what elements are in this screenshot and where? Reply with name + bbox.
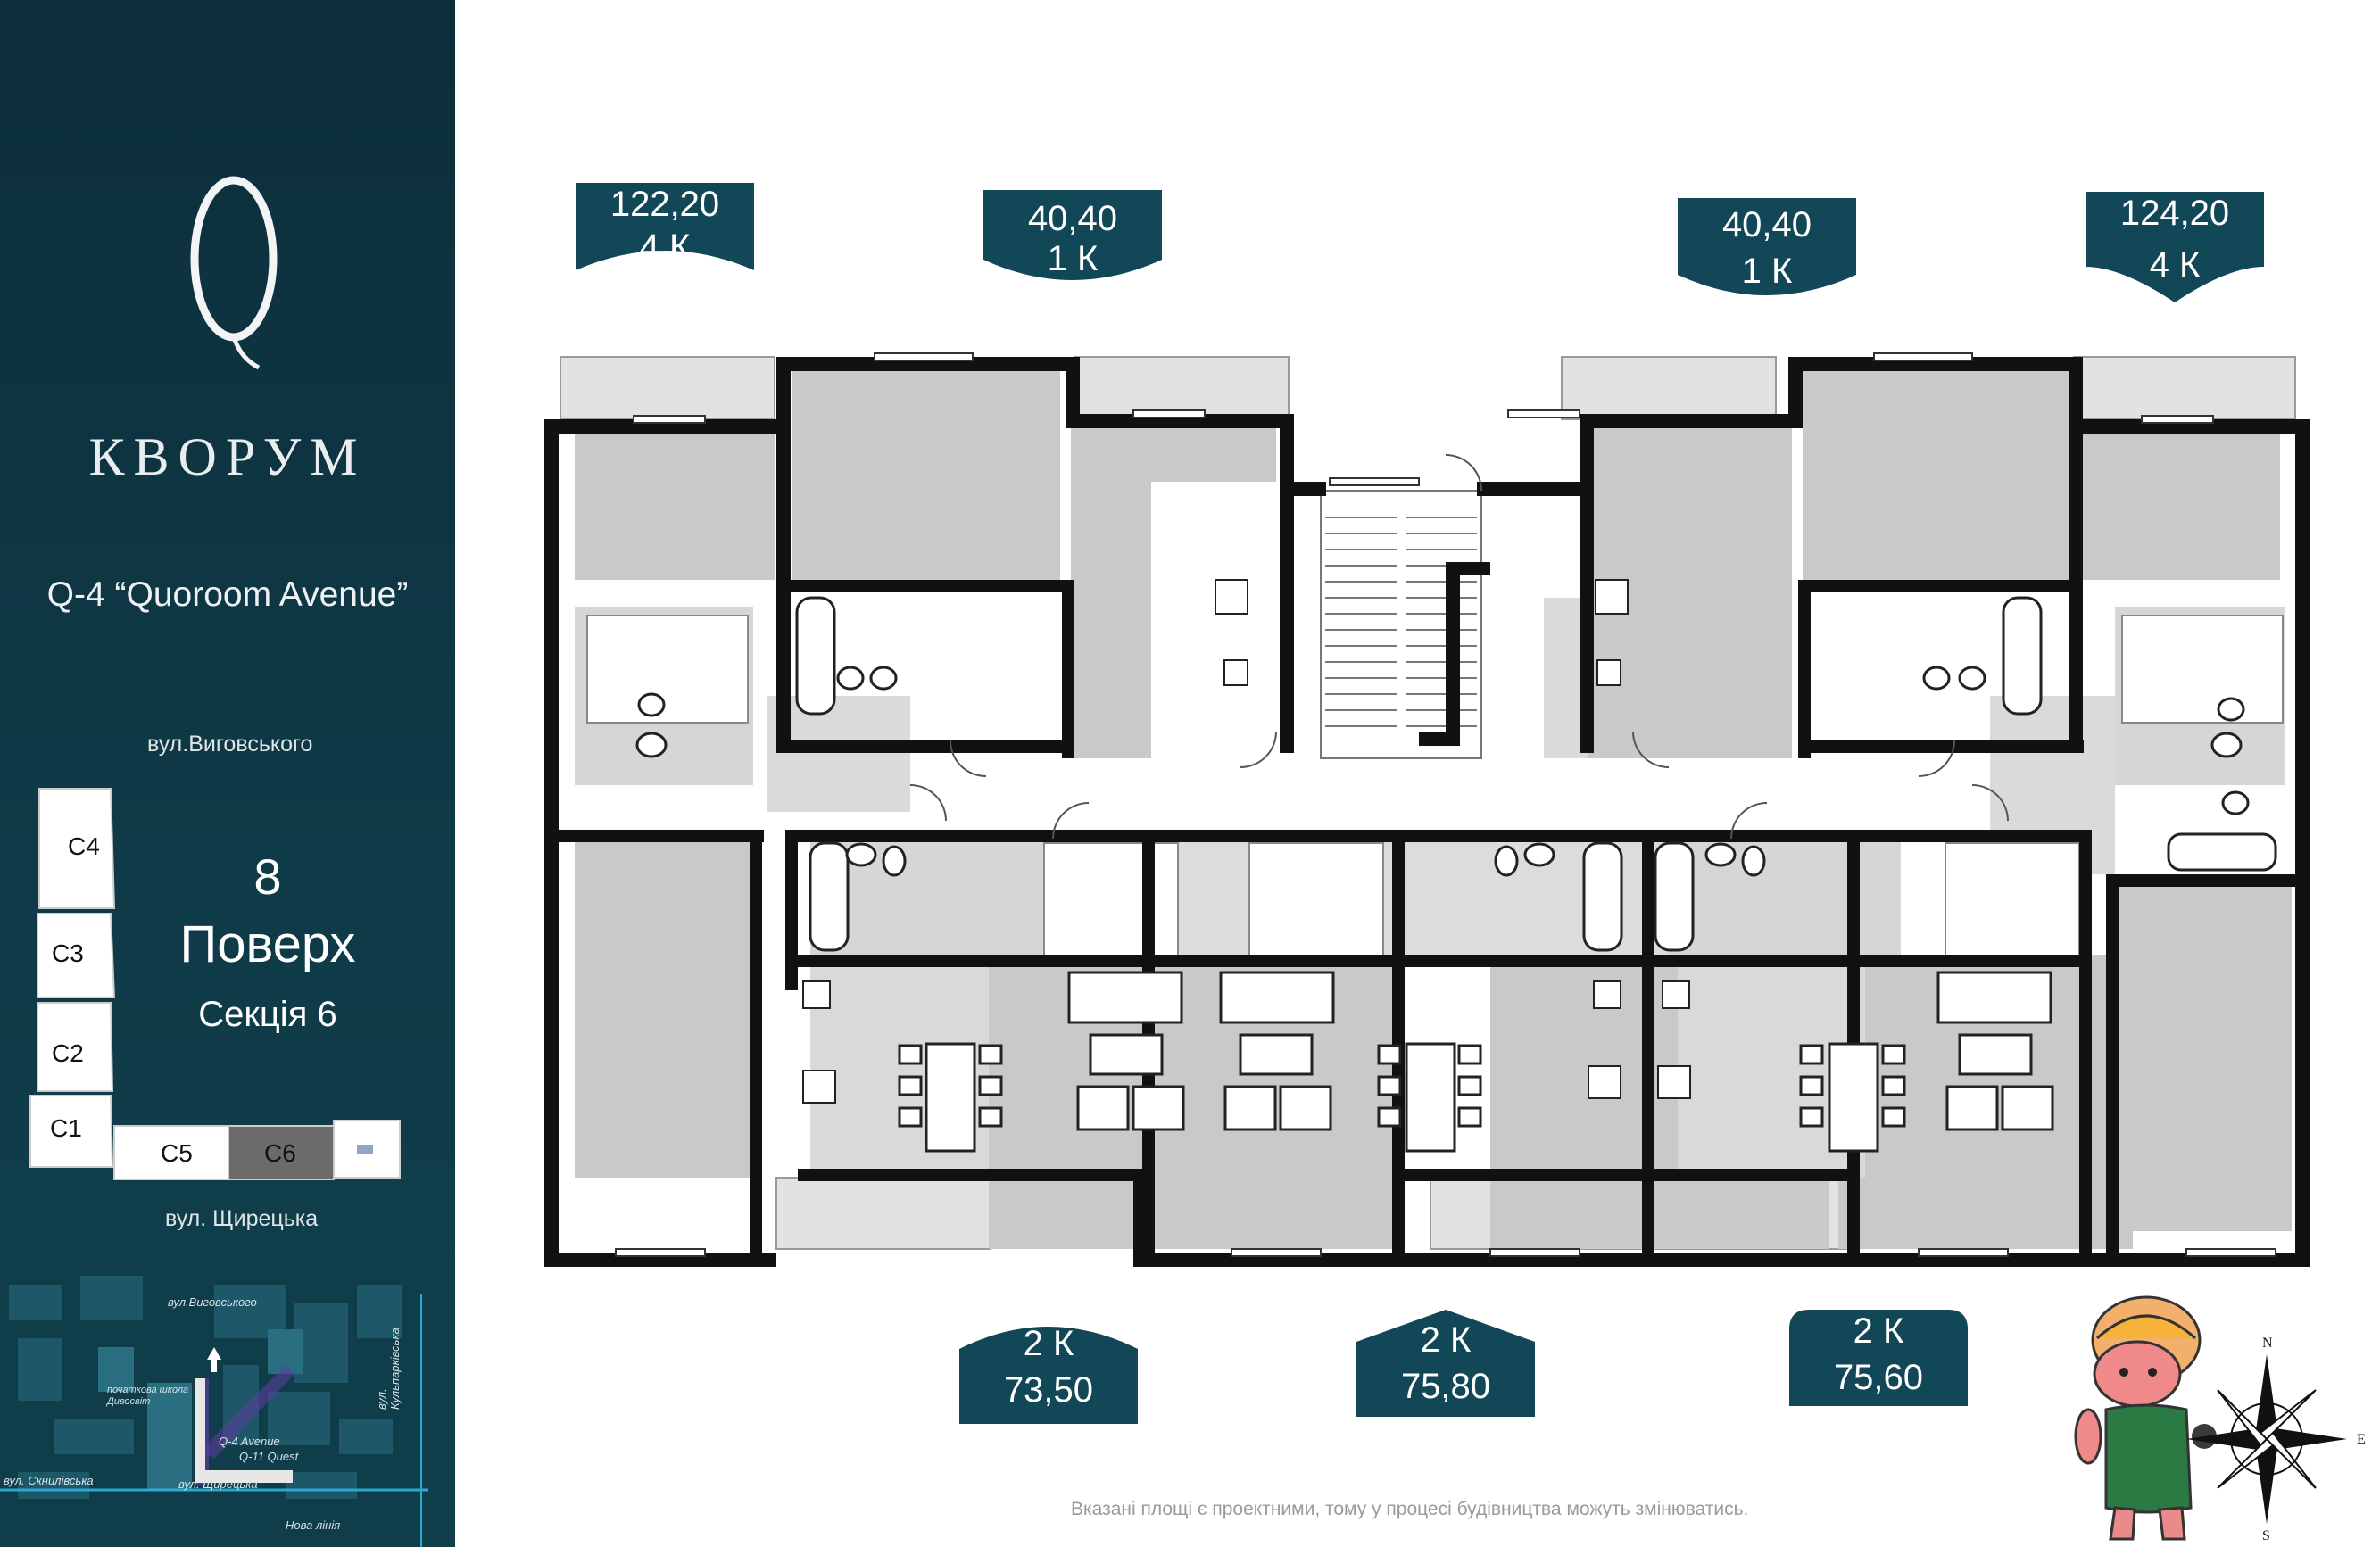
- floor-plan: [544, 352, 2310, 1267]
- minimap-label-kulparkivska: вул. Кульпарківська: [375, 1328, 402, 1410]
- minimap-label-nova-liniia: Нова лінія: [286, 1518, 341, 1532]
- apartment-badge-bottom-3[interactable]: 2 К 75,60: [1789, 1303, 1968, 1406]
- bathroom-fixtures: [635, 596, 2277, 952]
- street-shchyretska-label: вул. Щирецька: [165, 1206, 319, 1231]
- compass-rose: N E S: [2182, 1328, 2378, 1543]
- section-c2[interactable]: C2: [37, 1002, 114, 1092]
- minimap-label-vygovskogo: вул.Виговського: [168, 1295, 257, 1309]
- minimap-blocks: [0, 1267, 455, 1547]
- section-c6-active[interactable]: C6: [228, 1125, 335, 1180]
- project-name: Q-4 “Quoroom Avenue”: [46, 575, 409, 614]
- badge-shape: [1356, 1310, 1535, 1417]
- badge-shape: [959, 1327, 1138, 1424]
- windows: [615, 352, 2276, 1257]
- apartment-area: 75,80: [1400, 1367, 1491, 1406]
- corridor: [910, 767, 1963, 839]
- apartment-area: 73,50: [1003, 1370, 1094, 1410]
- compass-n: N: [2262, 1336, 2273, 1351]
- compass-e: E: [2357, 1432, 2366, 1447]
- minimap-label-school-line2: Дивосвіт: [107, 1396, 151, 1407]
- section-extra: [333, 1120, 401, 1179]
- mascot-builder-icon: [2074, 1295, 2217, 1541]
- apartment-rooms: 2 К: [1853, 1311, 1904, 1351]
- apartment-badge-top-2[interactable]: 40,40 1 К: [983, 190, 1162, 292]
- minimap-label-q4: Q-4 Avenue: [219, 1435, 280, 1448]
- brand-name: КВОРУМ: [88, 427, 367, 486]
- walls: [544, 357, 2310, 1267]
- apartment-rooms: 1 К: [1047, 239, 1099, 278]
- compass-icon: N E S: [2186, 1336, 2366, 1543]
- apartment-badge-top-4[interactable]: 124,20 4 К: [2086, 192, 2264, 302]
- section-c1[interactable]: C1: [29, 1095, 114, 1168]
- badge-shape: [576, 183, 754, 270]
- minimap-label-q11: Q-11 Quest: [239, 1450, 299, 1463]
- floor-word: Поверх: [179, 915, 356, 973]
- apartment-stairs: [586, 615, 2284, 960]
- sidebar: КВОРУМ Q-4 “Quoroom Avenue” вул.Виговськ…: [0, 0, 455, 1547]
- apartment-area: 75,60: [1833, 1358, 1924, 1397]
- section-c3[interactable]: C3: [37, 913, 116, 998]
- section-c3-label: C3: [52, 939, 84, 967]
- section-site-plan: C4 C3 C2 C1 C5 C6: [29, 788, 401, 1180]
- apartment-area: 122,20: [610, 185, 720, 224]
- section-c5-label: C5: [161, 1139, 193, 1167]
- apartment-badge-bottom-2[interactable]: 2 К 75,80: [1356, 1310, 1535, 1417]
- section-label: Секція 6: [198, 995, 337, 1034]
- floor-number: 8: [253, 848, 282, 905]
- section-c6-label: C6: [264, 1139, 296, 1167]
- apartment-rooms: 2 К: [1420, 1320, 1472, 1360]
- quorum-logo: [190, 176, 278, 370]
- apartment-badge-top-1[interactable]: 122,20 4 К: [576, 183, 754, 285]
- street-vygovskogo-label: вул.Виговського: [147, 732, 313, 757]
- section-c2-label: C2: [52, 1039, 84, 1067]
- apartment-rooms: 2 К: [1023, 1324, 1074, 1363]
- minimap-label-shchyretska: вул. Щирецька: [178, 1477, 258, 1491]
- compass-s: S: [2262, 1528, 2270, 1542]
- apartment-area: 40,40: [1721, 205, 1812, 244]
- badge-shape: [1678, 198, 1856, 295]
- furniture: [898, 971, 2054, 1153]
- apartment-rooms: 4 К: [639, 228, 691, 267]
- apartment-rooms: 4 К: [2149, 245, 2201, 285]
- minimap-label-skhnylivska: вул. Скнилівська: [4, 1474, 94, 1487]
- apartment-badge-top-3[interactable]: 40,40 1 К: [1678, 198, 1856, 300]
- location-minimap[interactable]: вул.Виговського початкова школа Дивосвіт…: [0, 1267, 455, 1547]
- minimap-label-school: початкова школа Дивосвіт: [107, 1385, 188, 1408]
- apartment-area: 40,40: [1027, 199, 1118, 238]
- section-c4-label: C4: [68, 832, 100, 860]
- badge-shape: [2086, 192, 2264, 302]
- apartment-badge-bottom-1[interactable]: 2 К 73,50: [959, 1319, 1138, 1424]
- section-c5[interactable]: C5: [113, 1125, 229, 1180]
- kitchen-fixtures: [802, 579, 1691, 1104]
- apartment-area: 124,20: [2119, 194, 2230, 233]
- door-swings: [909, 454, 2009, 840]
- minimap-label-school-line1: початкова школа: [107, 1385, 189, 1395]
- apartment-rooms: 1 К: [1741, 252, 1793, 291]
- disclaimer-note: Вказані площі є проектними, тому у проце…: [1071, 1499, 1749, 1519]
- section-c1-label: C1: [50, 1114, 82, 1142]
- badge-shape: [983, 190, 1162, 280]
- section-c4[interactable]: C4: [38, 788, 116, 909]
- badge-shape: [1789, 1310, 1968, 1406]
